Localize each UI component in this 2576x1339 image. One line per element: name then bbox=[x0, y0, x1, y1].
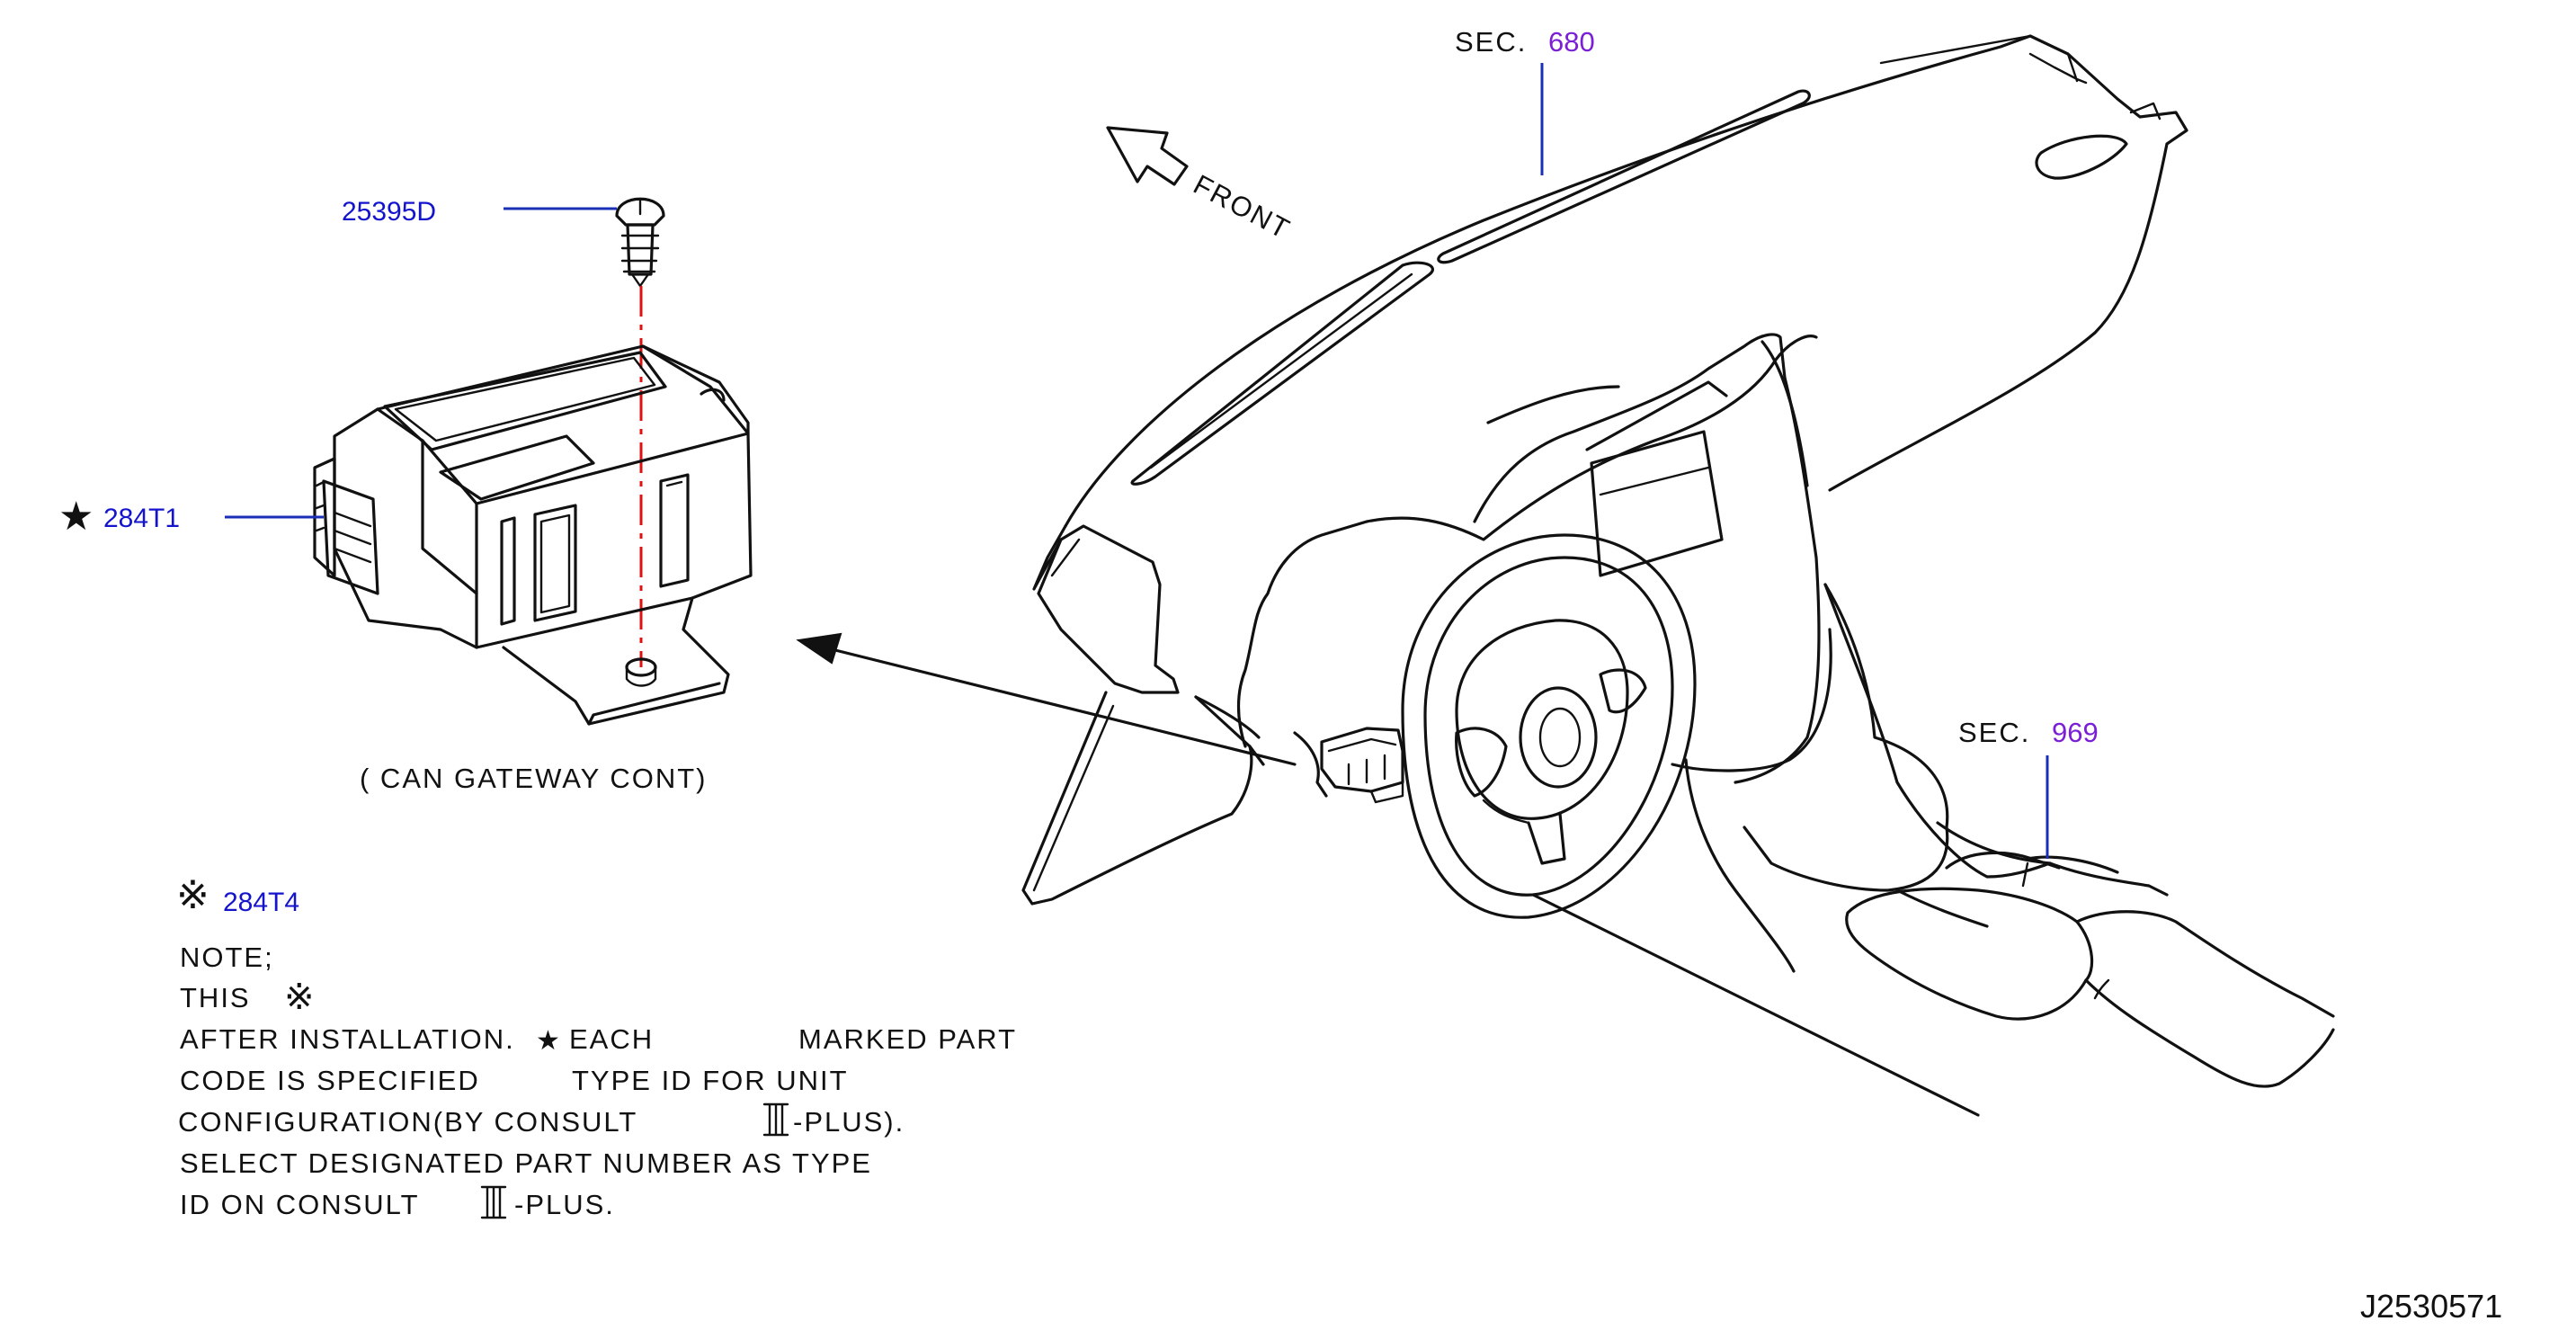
note-line2-each: EACH bbox=[569, 1023, 654, 1055]
roman-three-icon-2 bbox=[480, 1185, 507, 1219]
part-number-note: 284T4 bbox=[223, 888, 299, 917]
note-line6-start: ID ON CONSULT bbox=[180, 1189, 420, 1220]
note-line2-star: ★ bbox=[536, 1026, 560, 1056]
sec-969-number: 969 bbox=[2052, 717, 2099, 748]
note-line2-end: MARKED PART bbox=[798, 1023, 1017, 1055]
part-number-screw: 25395D bbox=[342, 197, 436, 227]
arrow-front-icon bbox=[1106, 126, 1189, 186]
sec-680-prefix: SEC. bbox=[1455, 26, 1527, 58]
note-symbol-header: ※ bbox=[176, 873, 209, 917]
steering-wheel-drawing bbox=[1401, 533, 1697, 919]
note-line5: SELECT DESIGNATED PART NUMBER AS TYPE bbox=[180, 1147, 872, 1179]
drawing-id: J2530571 bbox=[2360, 1288, 2502, 1325]
location-arrow-head bbox=[796, 632, 842, 665]
note-line1-symbol: ※ bbox=[284, 977, 315, 1017]
sec-969-prefix: SEC. bbox=[1958, 717, 2030, 748]
dashboard-drawing bbox=[1021, 34, 2335, 1117]
note-line3-end: TYPE ID FOR UNIT bbox=[572, 1065, 849, 1096]
note-line6-end: -PLUS. bbox=[514, 1189, 615, 1220]
note-line4-start: CONFIGURATION(BY CONSULT bbox=[178, 1106, 637, 1138]
roman-three-icon bbox=[762, 1102, 789, 1137]
note-line3-start: CODE IS SPECIFIED bbox=[180, 1065, 480, 1096]
note-line4-end: -PLUS). bbox=[793, 1106, 905, 1138]
front-label: FRONT bbox=[1189, 168, 1297, 245]
note-heading: NOTE; bbox=[180, 942, 274, 973]
note-line2-start: AFTER INSTALLATION. bbox=[180, 1023, 515, 1055]
screw-drawing bbox=[615, 197, 665, 288]
module-location-drawing bbox=[1320, 727, 1404, 804]
sec-680-number: 680 bbox=[1548, 26, 1595, 58]
module-caption: ( CAN GATEWAY CONT) bbox=[360, 763, 707, 794]
can-gateway-module-drawing bbox=[313, 197, 753, 726]
star-marker: ★ bbox=[58, 495, 94, 539]
location-arrow-line bbox=[830, 647, 1297, 766]
note-line1-start: THIS bbox=[180, 982, 251, 1013]
part-number-module: 284T1 bbox=[103, 504, 180, 533]
note-block: ※ 284T4 NOTE; THIS ※ AFTER INSTALLATION.… bbox=[176, 873, 1017, 1220]
